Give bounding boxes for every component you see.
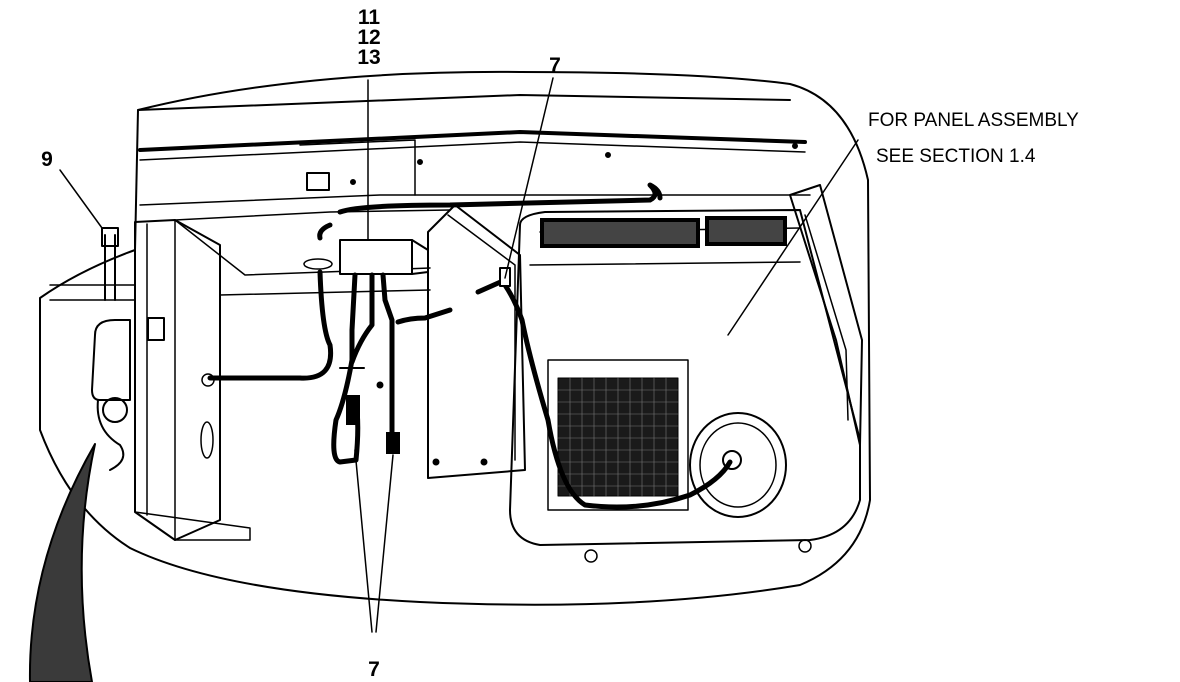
floor-grommet (303, 258, 333, 270)
bottom-hole (584, 549, 598, 563)
valve-cap (102, 397, 128, 423)
screw-dot (480, 458, 488, 466)
top-rail-lower (138, 130, 807, 152)
view-cut-arrow (28, 443, 96, 682)
connector-cable (395, 307, 453, 325)
callout-7-top: 7 (549, 54, 561, 77)
leader-7-bottom-b (375, 454, 394, 633)
lower-vent-frame (547, 359, 689, 511)
top-rail-inner (139, 141, 806, 161)
panel-assembly-outline (509, 209, 861, 546)
rear-wall-step (299, 139, 416, 196)
housing-outline (39, 70, 871, 606)
leader-7-bottom-a (354, 449, 373, 633)
drop-cable-c (380, 272, 395, 443)
top-rail (137, 94, 791, 111)
left-cable-to-bracket (207, 269, 334, 381)
panel-note-line-1: FOR PANEL ASSEMBLY (868, 110, 1079, 131)
top-cable (337, 182, 663, 215)
inline-connector (386, 432, 400, 454)
callout-13: 13 (357, 46, 381, 69)
screw-dot (432, 458, 440, 466)
screw-dot (792, 143, 798, 149)
round-port-inner (699, 422, 777, 508)
leader-lines (59, 77, 859, 633)
bracket-slot (147, 317, 165, 341)
long-cable-to-port (502, 282, 733, 510)
rear-wall (139, 194, 811, 206)
leader-7-top (504, 77, 554, 279)
wiring-harness (207, 182, 733, 510)
round-port-outer (689, 412, 787, 518)
drop-cable-b (349, 272, 375, 365)
cable-arc (317, 222, 333, 241)
junction-box (339, 239, 413, 275)
floor-tray-rear (174, 209, 451, 221)
valve-body (91, 319, 131, 401)
valve-coil (96, 399, 125, 471)
inline-connector (346, 395, 360, 425)
callout-12: 12 (357, 26, 381, 49)
screw-dot (376, 381, 384, 389)
valve-fitting (101, 227, 119, 247)
right-frame-inner (804, 214, 849, 421)
panel-note-line-2: SEE SECTION 1.4 (876, 146, 1036, 167)
left-panel-edge (49, 284, 136, 301)
callout-7-bottom: 7 (368, 658, 380, 681)
callout-11: 11 (357, 6, 381, 29)
upper-vent-left (540, 218, 700, 248)
bracket-hole-large (200, 421, 214, 459)
center-bracket (427, 204, 526, 479)
callout-9: 9 (41, 148, 53, 171)
bottom-hole (798, 539, 812, 553)
center-bracket-inner (447, 214, 516, 461)
leader-9 (59, 169, 103, 229)
vent-grid-lines (557, 377, 679, 497)
upper-vent-right (705, 216, 787, 246)
screw-dot (417, 159, 423, 165)
leader-panel-note (727, 139, 859, 336)
rear-cutout (306, 172, 330, 191)
callout-stack: 11 12 13 (353, 6, 385, 69)
left-bracket-foot (134, 511, 251, 541)
drop-cable-a (331, 272, 361, 465)
left-bracket-edge (146, 219, 176, 541)
junction-box-side (411, 239, 429, 275)
right-frame (789, 184, 863, 446)
screw-dot (350, 179, 356, 185)
valve-tube (104, 234, 116, 301)
round-port-plug (722, 450, 742, 470)
screw-dot (605, 152, 611, 158)
